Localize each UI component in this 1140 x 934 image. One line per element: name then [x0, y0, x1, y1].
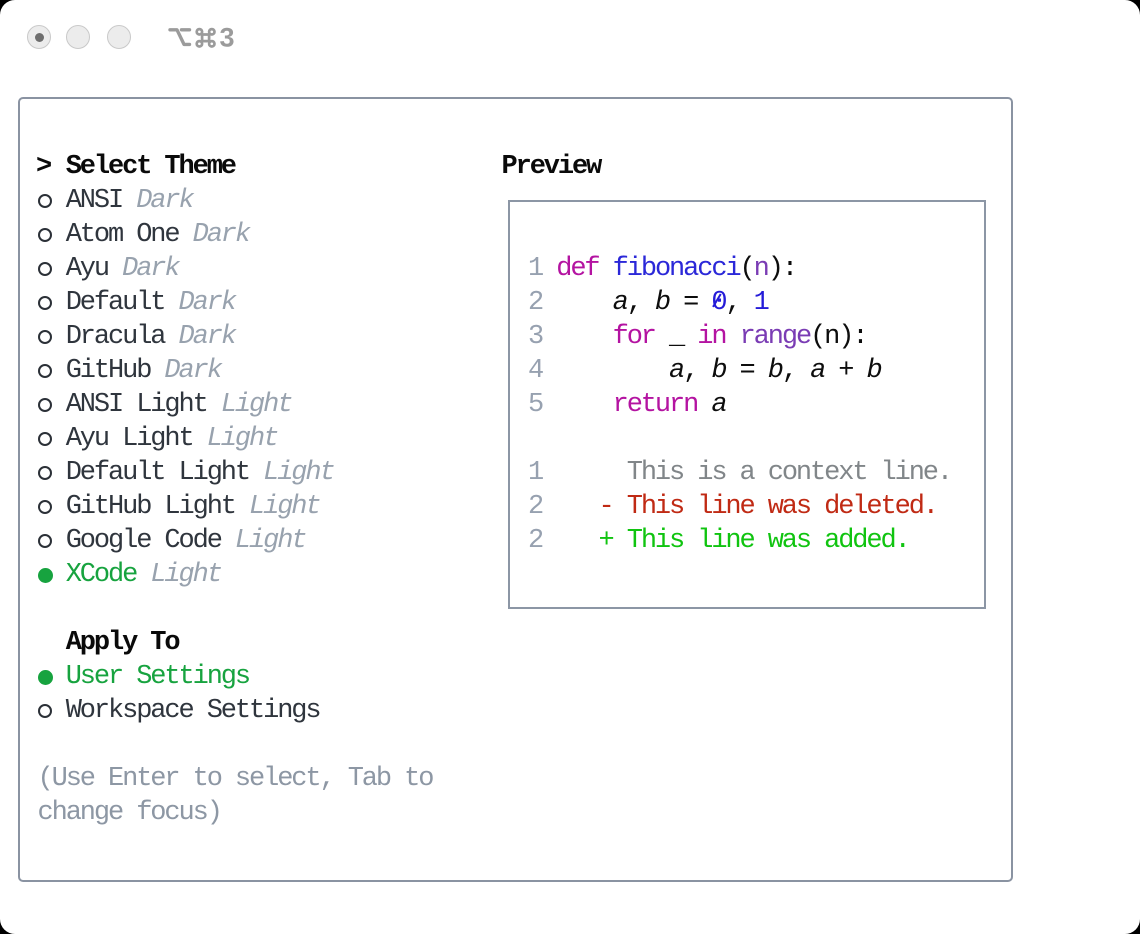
svg-text:3: 3 [220, 24, 235, 52]
